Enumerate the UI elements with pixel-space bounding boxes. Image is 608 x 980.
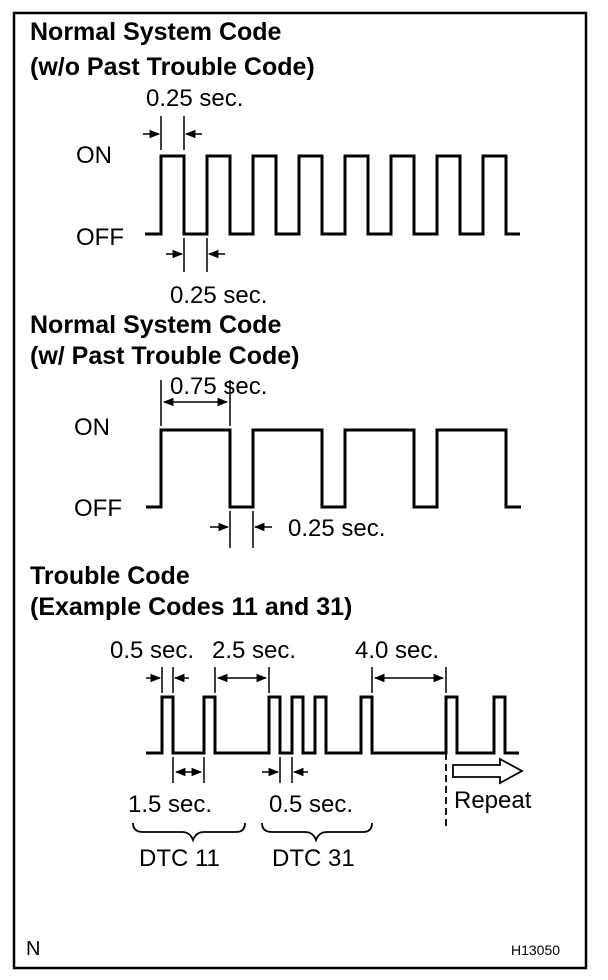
section1-waveform	[145, 154, 520, 236]
section1-title-line2: (w/o Past Trouble Code)	[30, 53, 315, 81]
corner-mark-left: N	[26, 938, 40, 960]
section2-on-label: ON	[74, 414, 110, 441]
section1-title-line1: Normal System Code	[30, 18, 282, 46]
section3-dim-c-label: 4.0 sec.	[355, 637, 439, 664]
section3-title-line2: (Example Codes 11 and 31)	[30, 593, 352, 621]
section3-waveform	[146, 695, 519, 755]
dtc31-label: DTC 31	[272, 845, 355, 872]
section3-dim-a	[146, 667, 189, 693]
section2-off-label: OFF	[74, 495, 122, 522]
section1-dim-bottom-label: 0.25 sec.	[170, 282, 267, 309]
section2-waveform	[146, 428, 521, 509]
section3-dim-d-label: 1.5 sec.	[128, 791, 212, 818]
dtc11-brace	[132, 822, 246, 843]
section3-dim-e-label: 0.5 sec.	[269, 791, 353, 818]
repeat-arrow-icon	[452, 757, 524, 785]
section2-dim-bottom	[210, 511, 272, 548]
section3-dim-a-label: 0.5 sec.	[110, 637, 194, 664]
section2-title-line1: Normal System Code	[30, 311, 282, 339]
section2-dim-top-label: 0.75 sec.	[170, 373, 267, 400]
section3-dim-b	[214, 667, 270, 693]
dtc11-label: DTC 11	[139, 845, 220, 872]
section3-dim-b-label: 2.5 sec.	[212, 637, 296, 664]
dtc31-brace	[261, 822, 373, 843]
section3-title-line1: Trouble Code	[30, 562, 190, 590]
section2-title-line2: (w/ Past Trouble Code)	[30, 342, 299, 370]
section1-off-label: OFF	[76, 224, 124, 251]
section2-dim-top	[160, 380, 231, 426]
section1-dim-bottom	[166, 238, 225, 272]
section2-dim-bottom-label: 0.25 sec.	[288, 515, 385, 542]
section1-dim-top	[143, 116, 202, 150]
figure-code: H13050	[511, 942, 560, 958]
section3-dim-e	[262, 757, 308, 783]
figure-border	[12, 11, 588, 970]
section1-dim-top-label: 0.25 sec.	[146, 85, 243, 112]
section3-dim-d	[172, 757, 205, 783]
repeat-label: Repeat	[454, 787, 532, 814]
section1-on-label: ON	[76, 142, 112, 169]
section3-dim-c	[371, 667, 447, 693]
